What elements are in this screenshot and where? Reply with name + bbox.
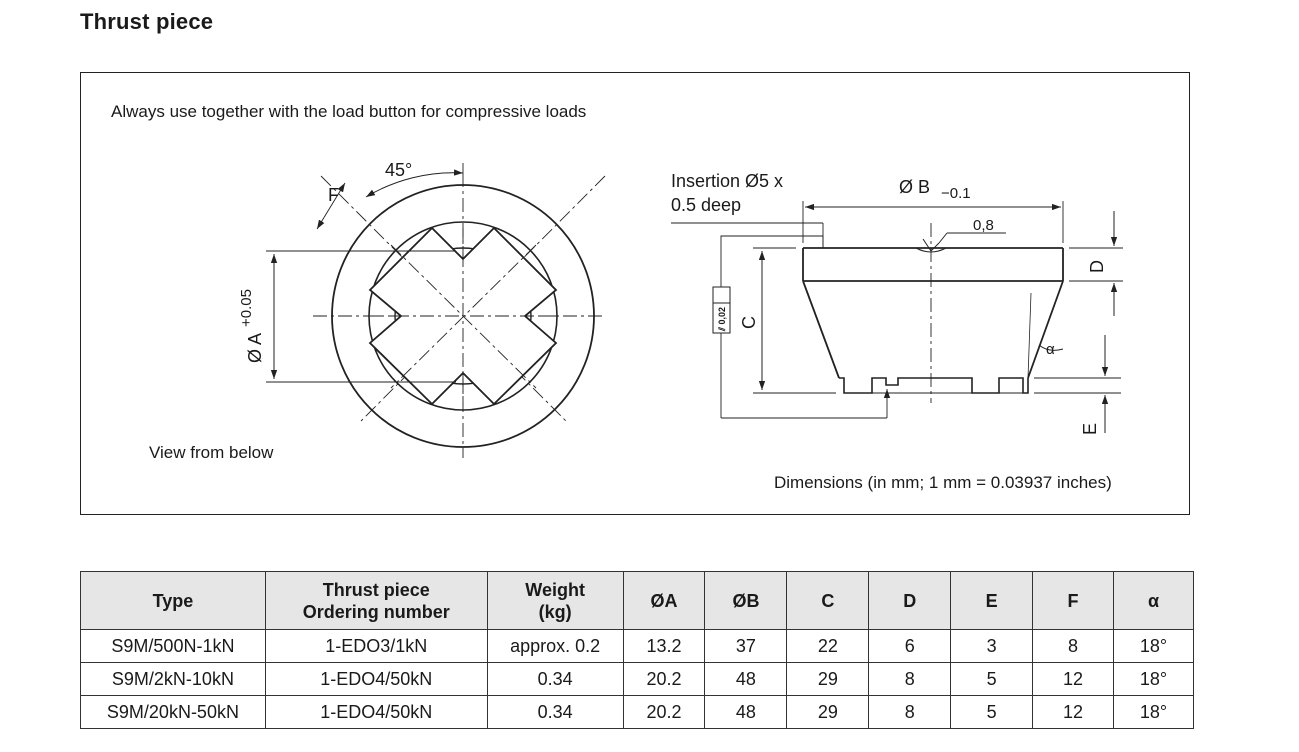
cell-weight: approx. 0.2: [486, 629, 624, 663]
roughness-label: 0,8: [973, 217, 994, 234]
cell-order: 1-EDO3/1kN: [264, 629, 488, 663]
insertion-label-line2: 0.5 deep: [671, 195, 741, 215]
side-view: [671, 201, 1123, 433]
header-order-line2: Ordering number: [302, 601, 450, 622]
cell-b: 48: [704, 662, 788, 696]
cell-c: 22: [786, 629, 870, 663]
table-row: S9M/500N-1kN 1-EDO3/1kN approx. 0.2 13.2…: [80, 629, 1194, 663]
header-a: ØA: [622, 571, 706, 630]
svg-text:+0.05: +0.05: [238, 289, 255, 327]
svg-text:Ø B: Ø B: [899, 177, 930, 197]
cell-type: S9M/20kN-50kN: [80, 695, 266, 729]
cell-f: 8: [1032, 629, 1114, 663]
cell-c: 29: [786, 662, 870, 696]
header-weight-line1: Weight: [525, 579, 585, 600]
header-c: C: [786, 571, 870, 630]
header-type: Type: [80, 571, 266, 630]
b-dimension-label: Ø B −0.1: [899, 177, 971, 202]
drawing-frame: Always use together with the load button…: [80, 72, 1190, 515]
cell-d: 6: [868, 629, 952, 663]
cell-alpha: 18°: [1113, 629, 1194, 663]
table-row: S9M/20kN-50kN 1-EDO4/50kN 0.34 20.2 48 2…: [80, 695, 1194, 729]
cell-c: 29: [786, 695, 870, 729]
technical-drawing: Always use together with the load button…: [111, 102, 1123, 492]
cell-alpha: 18°: [1113, 695, 1194, 729]
alpha-label: α: [1046, 341, 1055, 358]
usage-note: Always use together with the load button…: [111, 102, 586, 121]
cell-a: 13.2: [622, 629, 706, 663]
cell-d: 8: [868, 662, 952, 696]
header-weight-line2: (kg): [538, 601, 572, 622]
cell-e: 3: [950, 629, 1034, 663]
svg-text:Ø A: Ø A: [245, 333, 265, 363]
cell-order: 1-EDO4/50kN: [264, 662, 488, 696]
page-title: Thrust piece: [80, 9, 214, 34]
parallelism-label: ⫽ 0,02: [717, 307, 727, 332]
header-order-line1: Thrust piece: [322, 579, 430, 600]
view-label: View from below: [149, 443, 274, 462]
header-alpha: α: [1113, 571, 1194, 630]
cell-d: 8: [868, 695, 952, 729]
d-label: D: [1087, 260, 1107, 273]
cell-e: 5: [950, 662, 1034, 696]
cell-weight: 0.34: [486, 662, 624, 696]
cell-a: 20.2: [622, 662, 706, 696]
header-d: D: [868, 571, 952, 630]
cell-type: S9M/500N-1kN: [80, 629, 266, 663]
header-f: F: [1032, 571, 1114, 630]
cell-type: S9M/2kN-10kN: [80, 662, 266, 696]
cell-f: 12: [1032, 695, 1114, 729]
cell-alpha: 18°: [1113, 662, 1194, 696]
e-label: E: [1080, 423, 1100, 435]
a-dimension-label: Ø A +0.05: [238, 289, 265, 363]
cell-weight: 0.34: [486, 695, 624, 729]
cell-b: 48: [704, 695, 788, 729]
svg-text:−0.1: −0.1: [941, 185, 971, 202]
table-row: S9M/2kN-10kN 1-EDO4/50kN 0.34 20.2 48 29…: [80, 662, 1194, 696]
f-label: F: [328, 185, 339, 205]
cell-a: 20.2: [622, 695, 706, 729]
header-e: E: [950, 571, 1034, 630]
c-label: C: [739, 316, 759, 329]
cell-f: 12: [1032, 662, 1114, 696]
insertion-label-line1: Insertion Ø5 x: [671, 171, 783, 191]
header-weight: Weight(kg): [486, 571, 624, 630]
bottom-view: [266, 163, 606, 458]
cell-e: 5: [950, 695, 1034, 729]
cell-order: 1-EDO4/50kN: [264, 695, 488, 729]
angle-45-label: 45°: [385, 160, 412, 180]
header-b: ØB: [704, 571, 788, 630]
dimensions-note: Dimensions (in mm; 1 mm = 0.03937 inches…: [774, 473, 1112, 492]
cell-b: 37: [704, 629, 788, 663]
